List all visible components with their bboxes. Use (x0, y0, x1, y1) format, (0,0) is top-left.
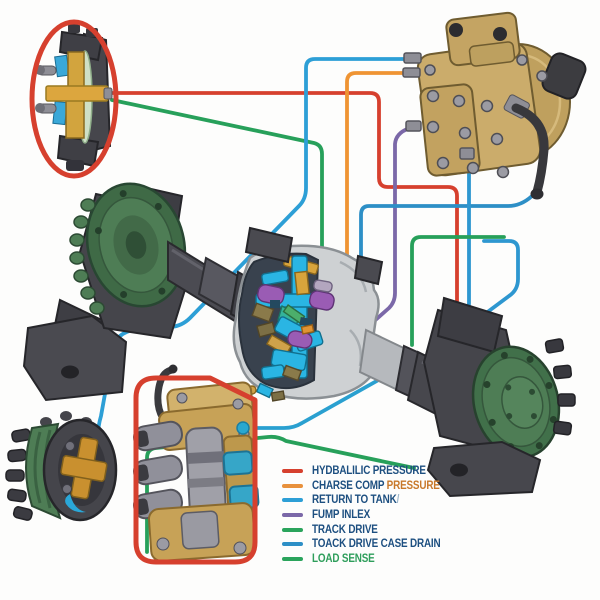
hose-tip (530, 188, 544, 200)
line-loop-blue (460, 239, 520, 333)
pump-hose (511, 103, 549, 197)
legend-label: LOAD SENSE (312, 552, 375, 565)
line-pump-inlet (370, 125, 416, 325)
pump-end-cap (541, 52, 587, 100)
diff-top-mount (244, 226, 294, 264)
legend-item: TRACK DRIVE (282, 522, 461, 537)
callout-hub-cutaway (29, 19, 119, 179)
hydraulic-pump (402, 11, 587, 200)
cutaway-gears (247, 255, 335, 402)
line-load-sense-left (110, 98, 324, 270)
legend-item: FUMP INLEX (282, 508, 461, 523)
valve-left-cylinders (133, 420, 183, 520)
bolt-hole (61, 365, 79, 379)
legend-swatch (282, 542, 303, 547)
line-charge-pump-pressure (345, 71, 414, 268)
legend-swatch (282, 513, 303, 518)
hub-axle-bar (45, 85, 109, 102)
axle-assembly (22, 182, 576, 498)
legend-label: TRACK DRIVE (312, 523, 378, 536)
right-hub-lugs (544, 338, 576, 436)
left-bracket-foot (22, 298, 128, 402)
legend-label: CHARSE COMP PRESSURE (312, 479, 440, 492)
right-green-hub (471, 345, 561, 459)
diff-right-tab (353, 254, 384, 286)
legend-item: CHARSE COMP PRESSURE (282, 479, 461, 494)
line-return-to-tank (96, 57, 415, 438)
left-green-hub (85, 182, 187, 308)
legend-swatch (282, 556, 303, 561)
pump-bolts (424, 54, 548, 179)
legend-item: HYDBALILIC PRESSURE (282, 464, 461, 479)
hub-lugs (5, 428, 33, 521)
right-bracket-foot (426, 440, 542, 498)
legend-label: TOACK DRIVE CASE DRAIN (312, 538, 441, 551)
legend-swatch (282, 527, 303, 532)
red-callout-ellipse (29, 19, 119, 179)
line-green-right (410, 235, 506, 347)
red-callout-rect (133, 375, 258, 565)
valve-blue-cap (222, 450, 254, 476)
connector-dot (236, 421, 250, 435)
hub-cross (60, 436, 108, 500)
legend-swatch (282, 483, 303, 488)
hub-blue-seal (65, 494, 86, 513)
legend-swatch (282, 498, 303, 503)
line-case-drain (359, 194, 534, 276)
differential-housing (232, 226, 384, 402)
legend-label: FUMP INLEX (312, 509, 370, 522)
pump-ports (402, 52, 475, 160)
pump-knob (493, 27, 507, 41)
legend-label: RETURN TO TANK/ (312, 494, 400, 507)
legend-label: HYDBALILIC PRESSURE (312, 465, 426, 478)
legend-item: RETURN TO TANK/ (282, 493, 461, 508)
bolt-hole (450, 463, 468, 477)
legend-item: TOACK DRIVE CASE DRAIN (282, 537, 461, 552)
left-hub-lugs (69, 198, 105, 315)
valve-block (133, 364, 260, 565)
pump-knob (449, 23, 463, 37)
legend-swatch (282, 469, 303, 474)
wheel-hub-small (5, 411, 118, 522)
legend-item: LOAD SENSE (282, 552, 461, 567)
